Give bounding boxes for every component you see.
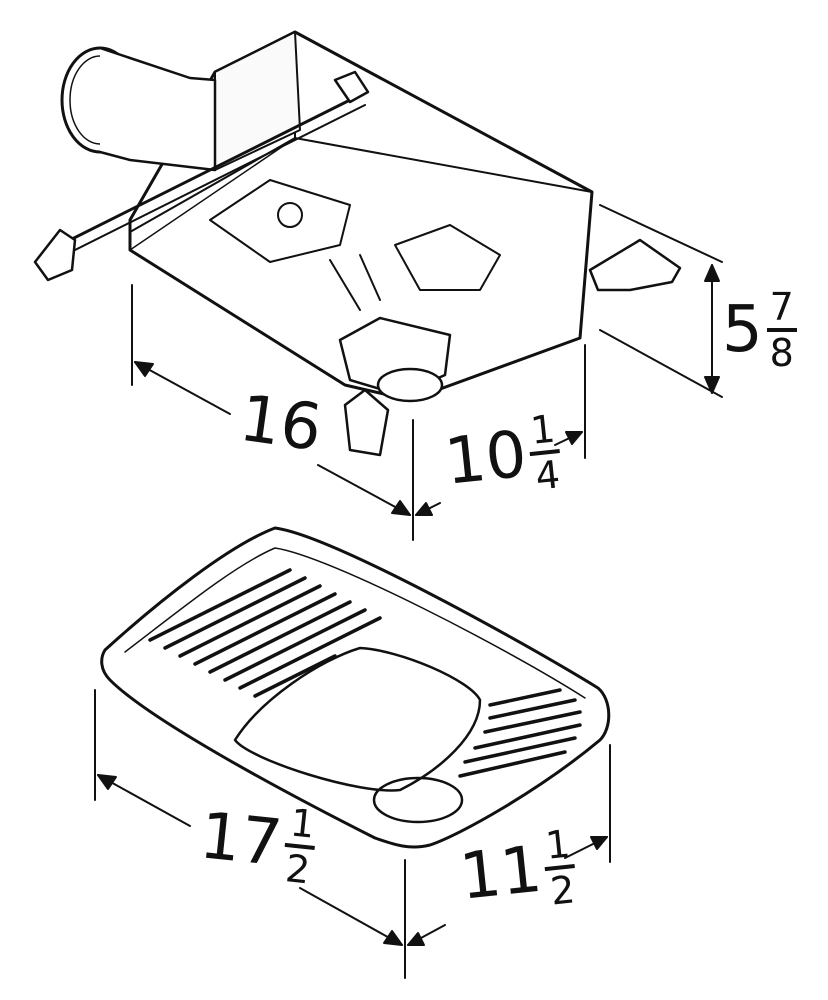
fraction-numerator: 1 xyxy=(543,821,573,868)
dimension-housing-height: 5 7 8 xyxy=(722,288,797,372)
dimension-whole: 11 xyxy=(456,832,546,915)
fraction-bar xyxy=(766,328,797,332)
dimension-grille-length: 17 1 2 xyxy=(196,794,320,893)
fraction-numerator: 1 xyxy=(528,406,558,453)
fraction-denominator: 8 xyxy=(769,331,794,375)
dimension-housing-length: 16 xyxy=(235,381,327,467)
fan-housing xyxy=(33,30,682,457)
fraction-denominator: 2 xyxy=(283,846,313,893)
dimension-whole: 17 xyxy=(196,799,286,882)
fraction-denominator: 2 xyxy=(548,867,577,914)
dimension-housing-width: 10 1 4 xyxy=(441,406,565,505)
fraction-denominator: 4 xyxy=(533,452,562,499)
fraction-numerator: 1 xyxy=(288,800,317,847)
housing-dimension-lines xyxy=(131,204,723,541)
dimension-grille-width: 11 1 2 xyxy=(456,821,580,920)
dimension-whole: 5 xyxy=(722,293,763,367)
dimension-whole: 16 xyxy=(235,381,327,467)
dimension-whole: 10 xyxy=(441,417,531,500)
grille xyxy=(100,526,611,849)
dimension-fraction: 7 8 xyxy=(766,285,797,375)
grille-dimension-lines xyxy=(94,689,611,979)
fraction-numerator: 7 xyxy=(769,285,794,329)
